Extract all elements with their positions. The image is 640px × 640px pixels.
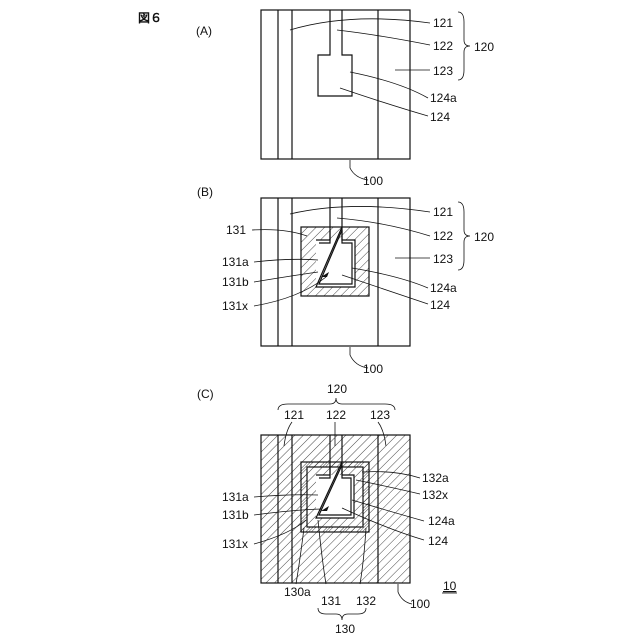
panel-b-label-131a: 131a <box>222 255 249 269</box>
panel-a-leader-124 <box>340 88 428 116</box>
panel-b-label-131b: 131b <box>222 275 249 289</box>
panel-b: (B) 121 122 123 120 124a 124 131 <box>197 185 494 376</box>
panel-c-label-123: 123 <box>370 408 390 422</box>
panel-a-label-121: 121 <box>433 16 453 30</box>
panel-b-label-121: 121 <box>433 205 453 219</box>
panel-b-leader-121 <box>290 206 430 214</box>
panel-c-label-132x: 132x <box>422 488 448 502</box>
panel-b-label-100: 100 <box>363 362 383 376</box>
panel-a-label-123: 123 <box>433 64 453 78</box>
panel-c-label-132: 132 <box>356 594 376 608</box>
panel-b-label-122: 122 <box>433 229 453 243</box>
panel-a-leader-122 <box>337 30 430 45</box>
panel-a-tag: (A) <box>196 24 212 38</box>
panel-c-label-131: 131 <box>321 594 341 608</box>
panel-a-label-100: 100 <box>363 174 383 188</box>
panel-c-label-130: 130 <box>335 622 355 636</box>
panel-a-label-120: 120 <box>474 40 494 54</box>
panel-c-label-130a: 130a <box>284 585 311 599</box>
panel-c: (C) 120 121 122 123 132a 132x 124a 1 <box>197 382 457 636</box>
panel-b-label-131x: 131x <box>222 299 248 313</box>
panel-c-label-120: 120 <box>327 382 347 396</box>
panel-b-ring-131 <box>301 227 369 296</box>
panel-c-label-132a: 132a <box>422 471 449 485</box>
panel-b-label-120: 120 <box>474 230 494 244</box>
figure-label: 図６ <box>138 11 162 25</box>
panel-a-leader-121 <box>290 19 430 30</box>
panel-a: (A) 121 122 123 120 124a 124 100 <box>196 10 494 188</box>
panel-c-label-131x: 131x <box>222 537 248 551</box>
panel-a-leader-124a <box>350 72 428 98</box>
panel-c-label-121: 121 <box>284 408 304 422</box>
panel-a-label-122: 122 <box>433 39 453 53</box>
panel-b-leader-131 <box>252 230 307 236</box>
panel-a-label-124: 124 <box>430 110 450 124</box>
panel-b-label-123: 123 <box>433 252 453 266</box>
panel-b-tag: (B) <box>197 185 213 199</box>
panel-c-label-124: 124 <box>428 534 448 548</box>
panel-c-brace-130 <box>318 608 366 620</box>
panel-a-label-124a: 124a <box>430 91 457 105</box>
panel-a-substrate <box>261 10 410 159</box>
panel-c-label-131a: 131a <box>222 490 249 504</box>
panel-c-label-131b: 131b <box>222 508 249 522</box>
panel-b-label-124a: 124a <box>430 281 457 295</box>
panel-c-tag: (C) <box>197 387 214 401</box>
panel-c-label-122: 122 <box>326 408 346 422</box>
panel-c-label-124a: 124a <box>428 514 455 528</box>
panel-b-substrate <box>261 198 410 346</box>
panel-b-label-131: 131 <box>226 223 246 237</box>
panel-c-hatch-fill <box>261 435 410 583</box>
panel-b-label-124: 124 <box>430 298 450 312</box>
panel-a-brace-120 <box>458 12 470 80</box>
panel-c-label-10: 10 <box>443 579 457 593</box>
panel-c-label-100: 100 <box>410 597 430 611</box>
panel-b-brace-120 <box>458 202 470 270</box>
